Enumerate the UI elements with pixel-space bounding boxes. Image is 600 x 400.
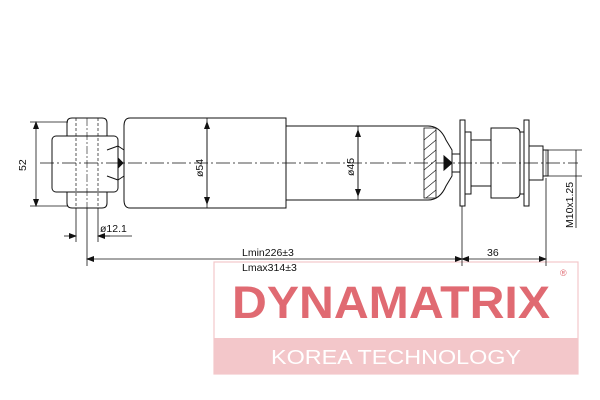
eye-neck — [117, 145, 125, 181]
watermark-brand: DYNAMATRIX — [232, 277, 550, 328]
dim-thread-label: M10x1.25 — [564, 182, 576, 228]
dim-rod-diameter-label: ø45 — [345, 158, 357, 176]
dim-height — [30, 121, 68, 207]
upper-mount — [451, 119, 549, 207]
dim-stud-length-label: 36 — [487, 247, 499, 259]
watermark-tagline: KOREA TECHNOLOGY — [271, 347, 521, 369]
dim-thread — [548, 149, 582, 228]
dim-eye-bore — [64, 208, 132, 242]
dim-stud-length — [461, 178, 547, 266]
lower-eye-mount — [51, 117, 119, 209]
dim-height-label: 52 — [17, 159, 29, 171]
dim-body-diameter-label: ø54 — [194, 159, 206, 177]
dim-length-min-label: Lmin226±3 — [242, 247, 294, 259]
watermark-registered-mark: ® — [560, 268, 567, 278]
watermark-band — [214, 338, 578, 374]
dim-eye-bore-label: ø12.1 — [100, 223, 127, 235]
watermark: DYNAMATRIX ® KOREA TECHNOLOGY — [213, 261, 579, 375]
dim-length-max-label: Lmax314±3 — [242, 262, 297, 274]
